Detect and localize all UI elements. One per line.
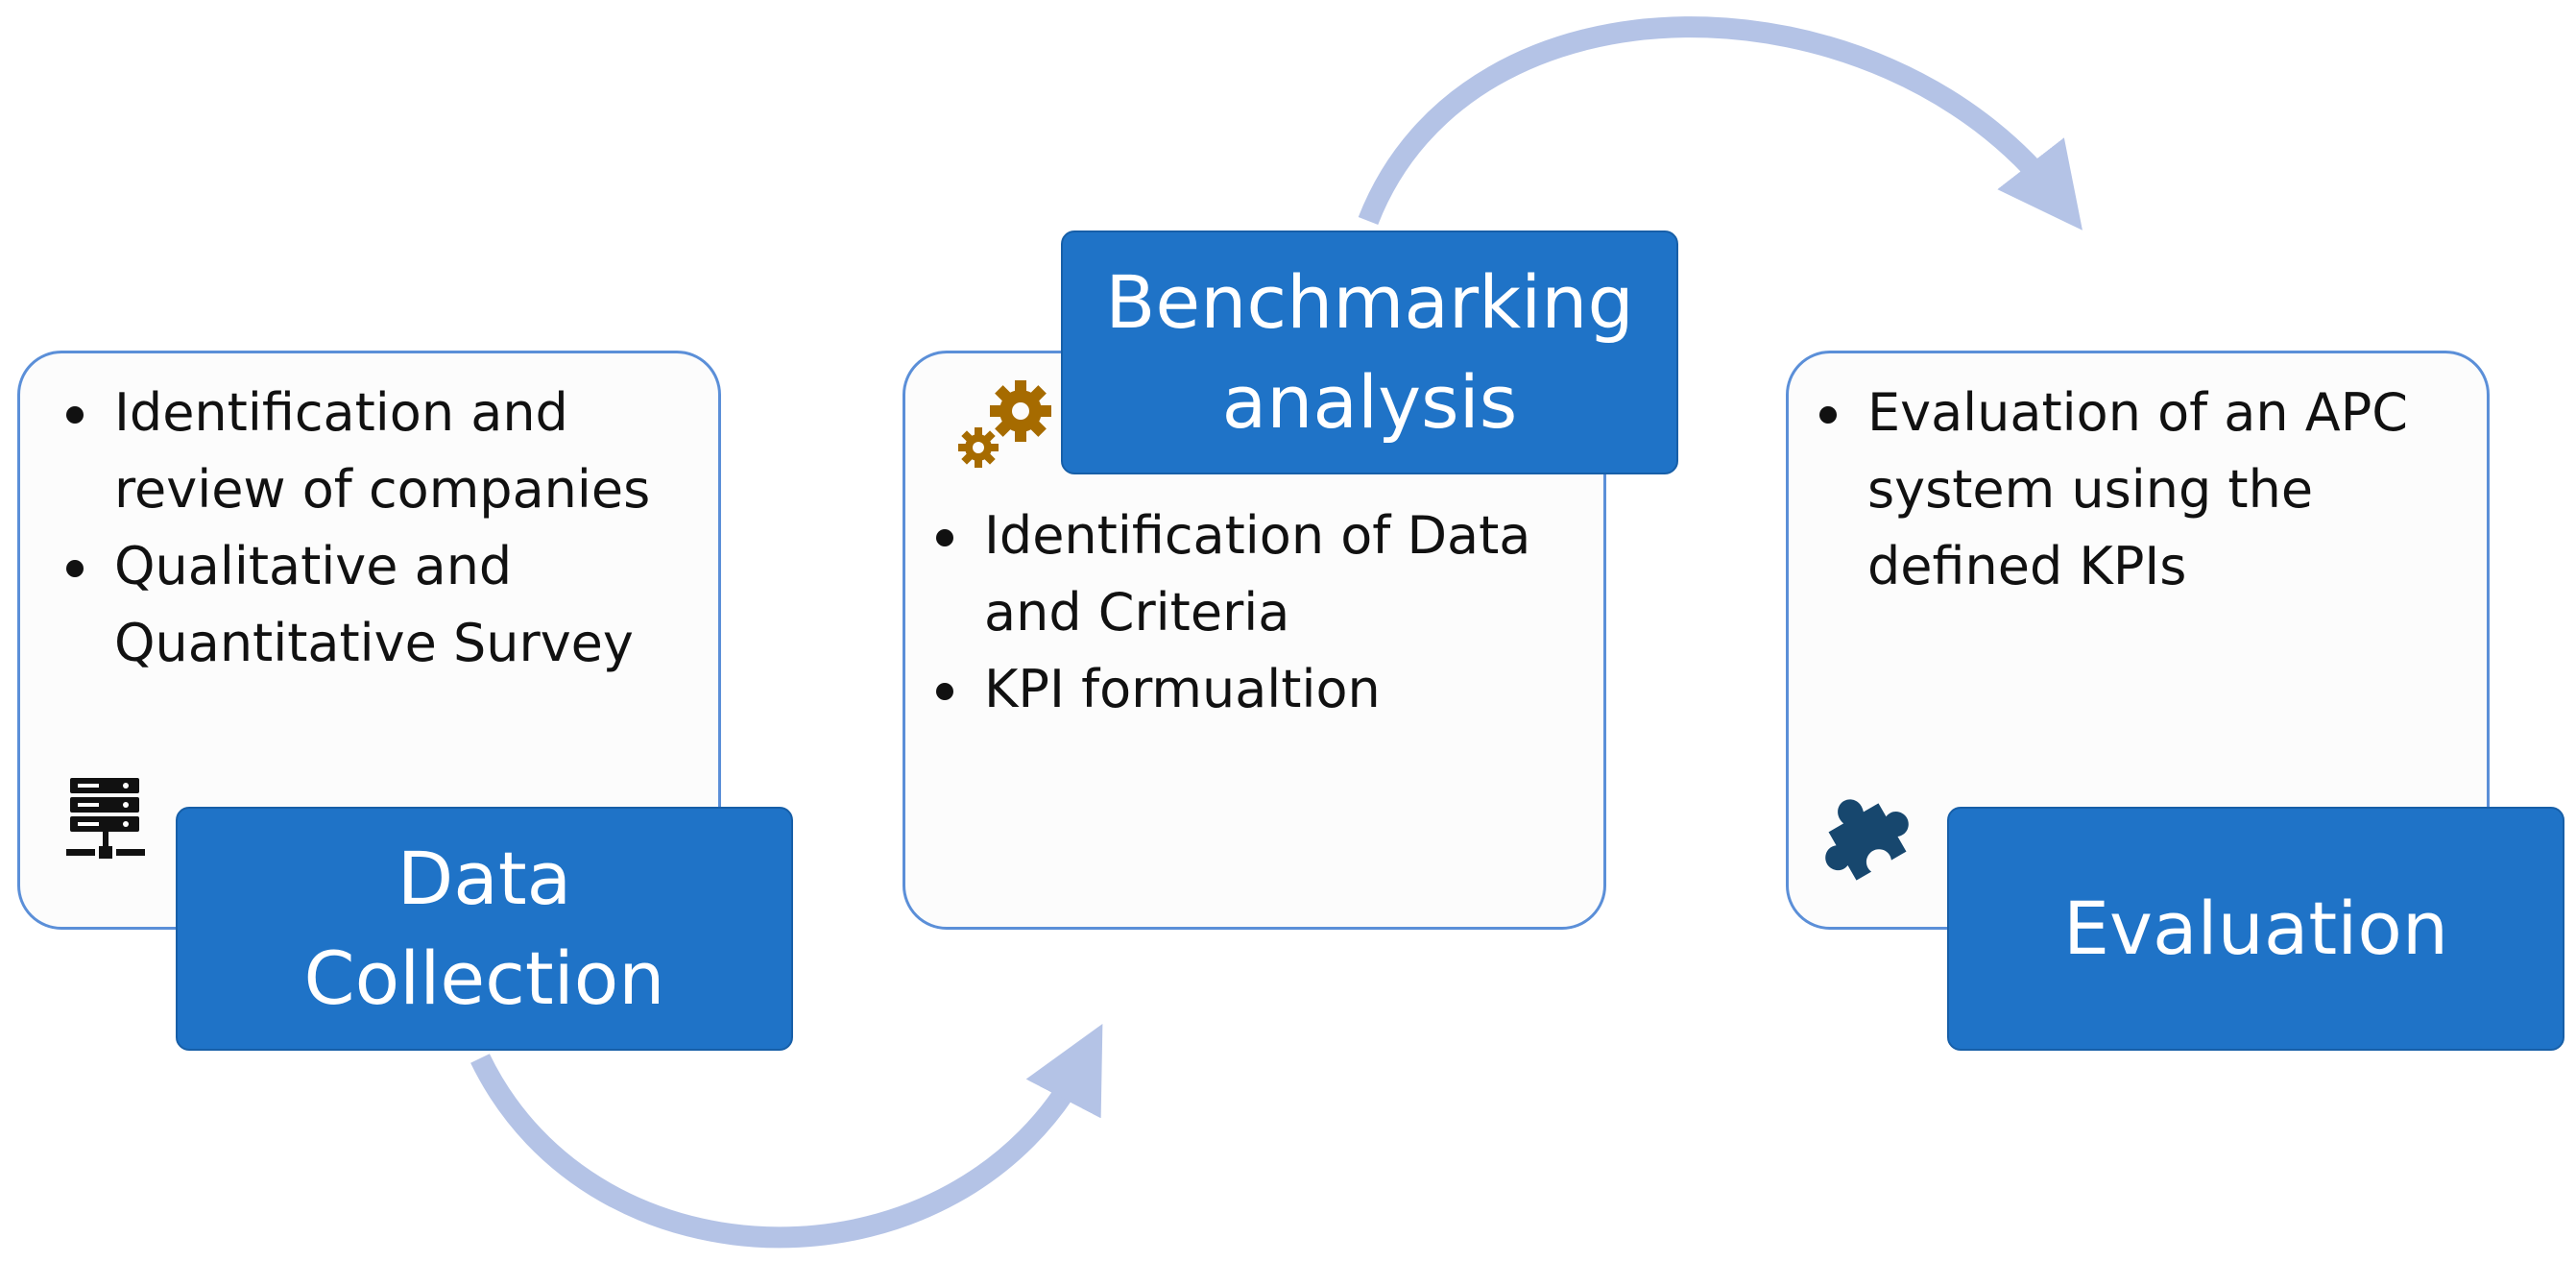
arrow-data-to-bench: [470, 1024, 1103, 1249]
evaluation-title: Evaluation: [2062, 886, 2448, 971]
bullet-item: KPI formualtion: [928, 651, 1581, 728]
bullet-item: Identification and review of companies: [59, 375, 711, 528]
evaluation-label: Evaluation: [1947, 807, 2564, 1051]
data-collection-label: Data Collection: [176, 807, 793, 1051]
bullet-item: Evaluation of an APC system using the de…: [1812, 375, 2474, 605]
server-icon: [66, 778, 145, 859]
data-collection-title: Data Collection: [303, 836, 665, 1021]
benchmarking-bullets: Identification of Data and Criteria KPI …: [928, 498, 1581, 728]
puzzle-icon: [1825, 799, 1909, 881]
bullet-item: Identification of Data and Criteria: [928, 498, 1581, 651]
benchmarking-title: Benchmarking analysis: [1105, 259, 1634, 445]
bullet-item: Qualitative and Quantitative Survey: [59, 528, 711, 682]
evaluation-bullets: Evaluation of an APC system using the de…: [1812, 375, 2474, 605]
data-collection-card: Identification and review of companies Q…: [17, 351, 721, 930]
benchmarking-label: Benchmarking analysis: [1061, 231, 1678, 474]
gears-icon: [958, 380, 1051, 468]
data-collection-bullets: Identification and review of companies Q…: [59, 375, 711, 682]
arrow-bench-to-eval: [1358, 16, 2082, 231]
